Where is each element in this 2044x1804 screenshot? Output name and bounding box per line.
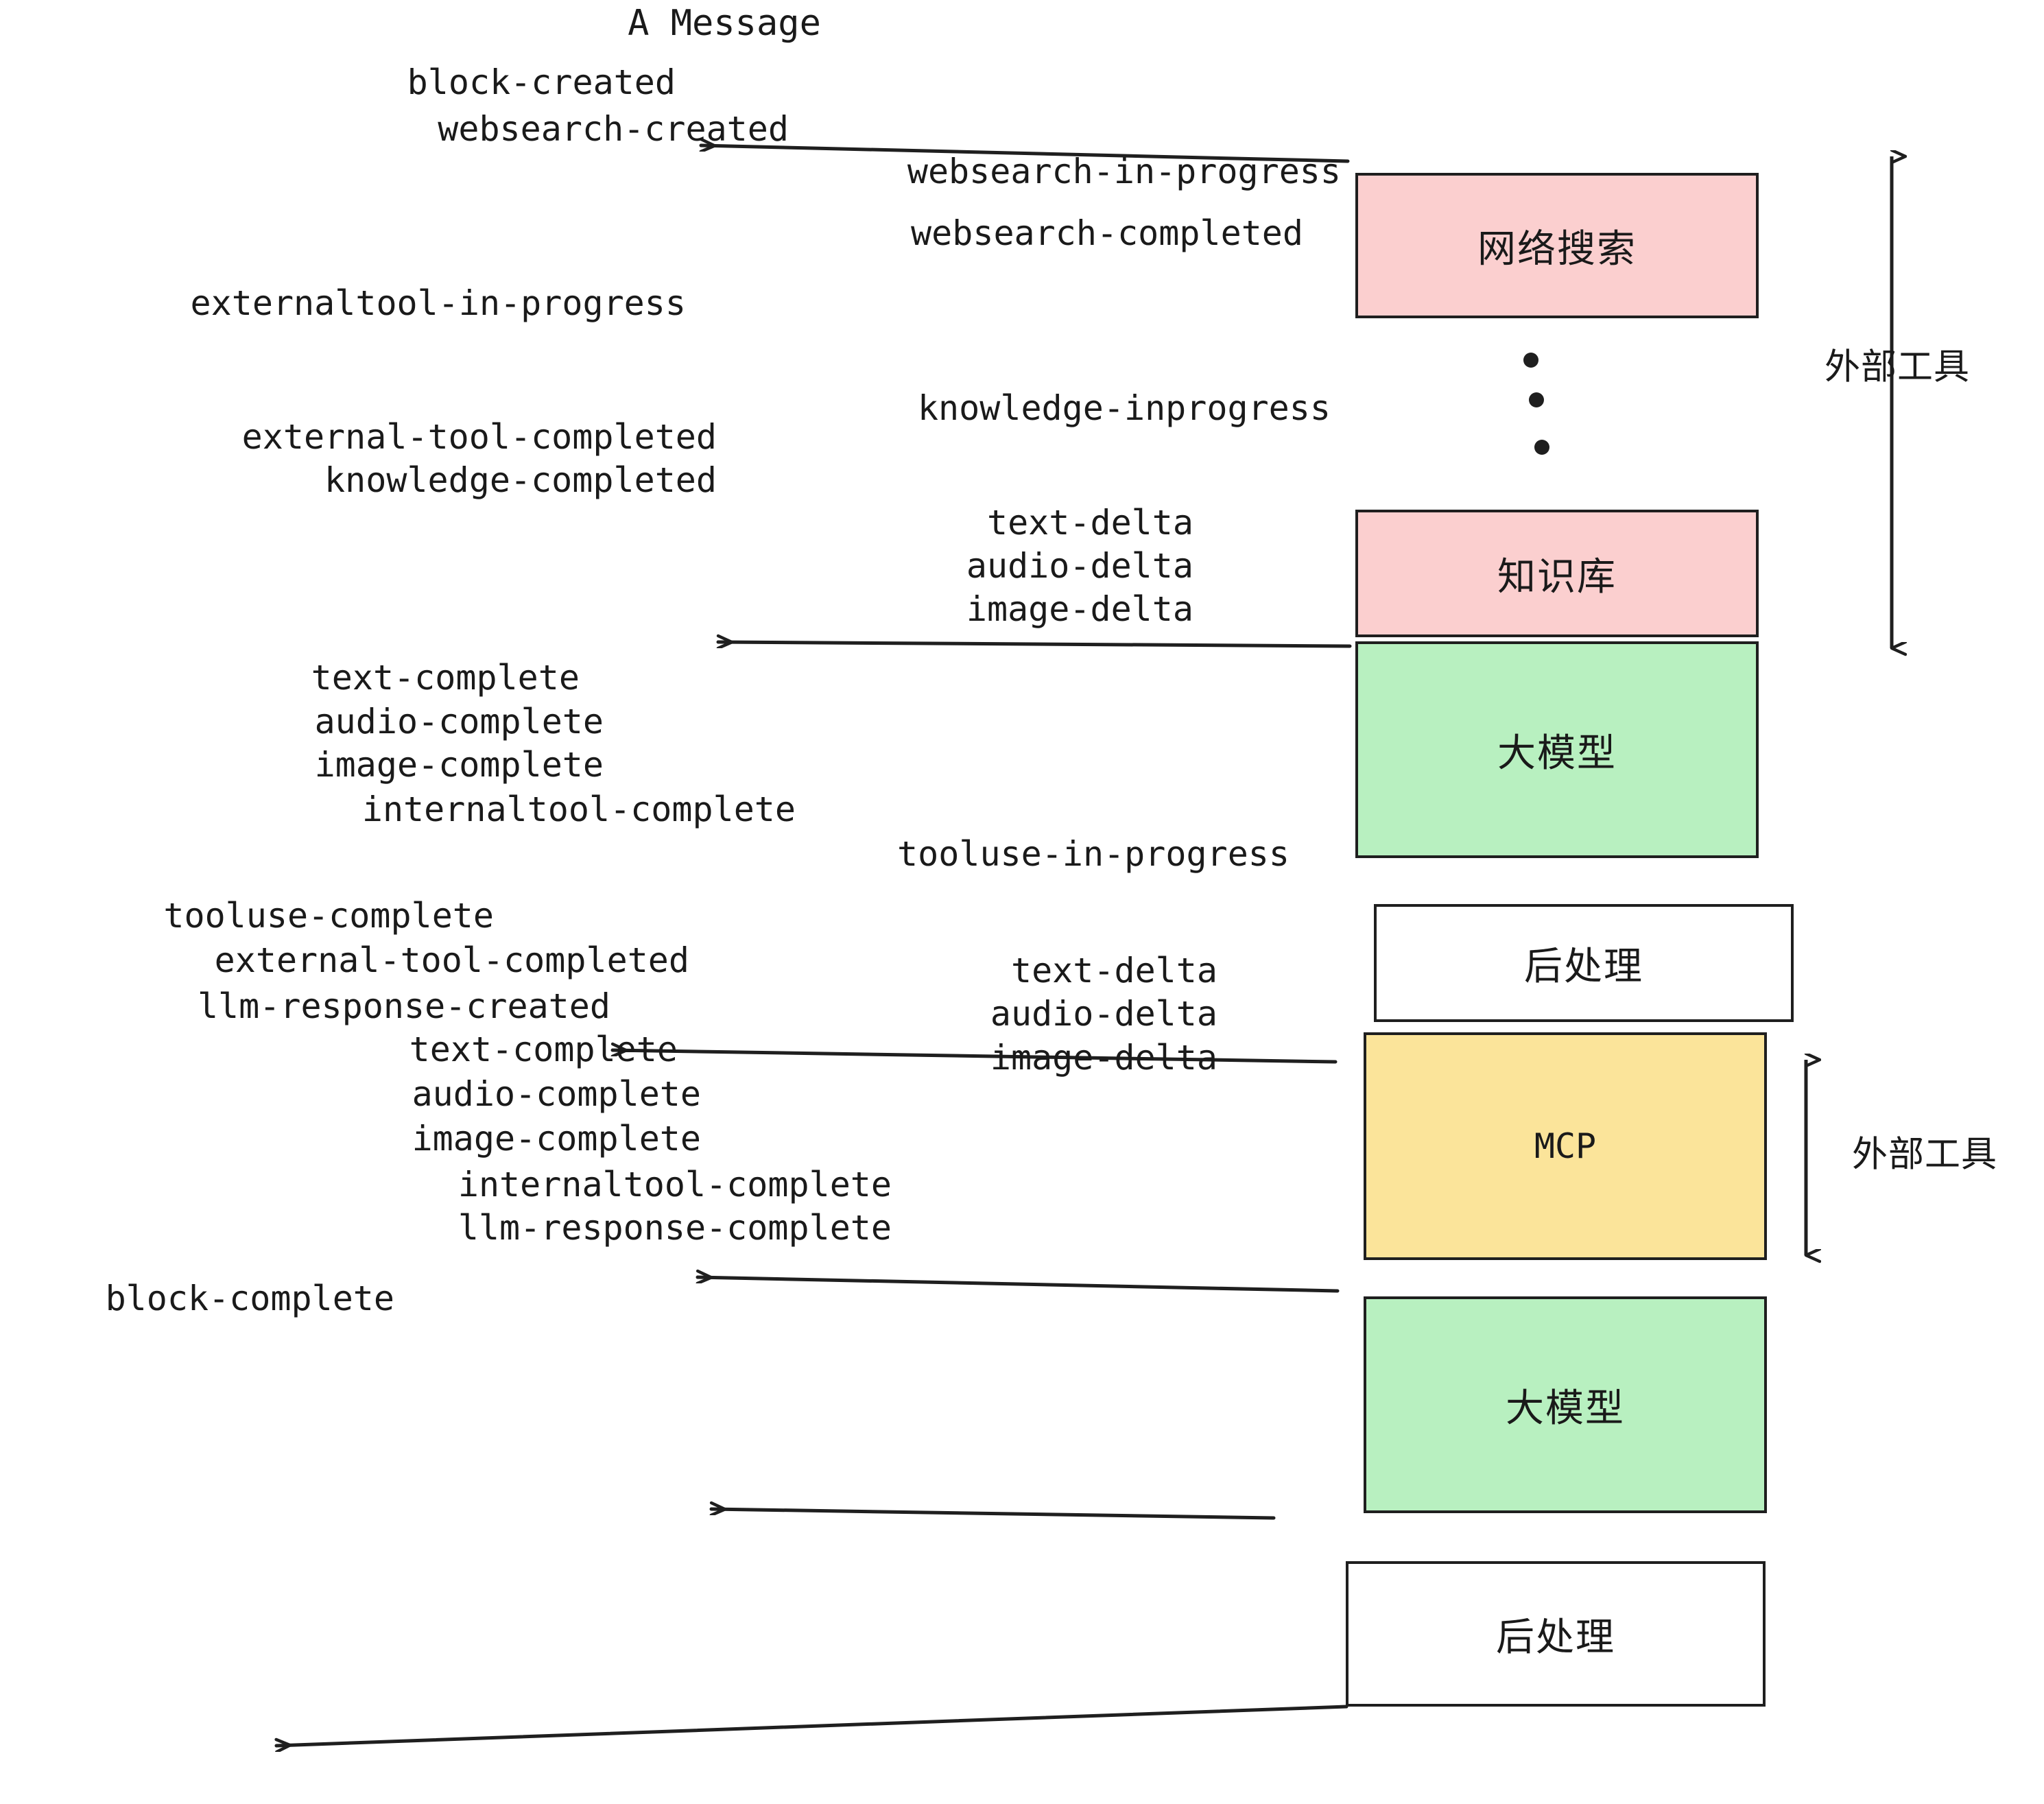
event-websearch-in-progress: websearch-in-progress [907,152,1341,191]
event-knowledge-completed: knowledge-completed [324,460,717,500]
node-label: 网络搜索 [1477,226,1637,272]
event-websearch-completed: websearch-completed [911,213,1303,253]
event-text-complete-2: text-complete [409,1030,678,1069]
ellipsis-dot-0 [1523,353,1538,368]
external-tool-brackets [1804,156,1892,1255]
event-external-tool-completed-2: external-tool-completed [214,940,689,980]
event-tooluse-complete: tooluse-complete [163,896,494,936]
arrow-block-created [699,145,1350,163]
event-text-delta-1: text-delta [986,503,1193,543]
event-audio-complete-1: audio-complete [314,702,604,741]
event-image-delta-1: image-delta [966,589,1193,629]
event-knowledge-inprogress: knowledge-inprogress [917,388,1331,428]
event-block-complete: block-complete [105,1279,394,1318]
node-label: 大模型 [1506,1386,1625,1431]
event-block-created: block-created [407,62,676,102]
event-llm-response-created: llm-response-created [197,986,610,1026]
event-externaltool-in-progress: externaltool-in-progress [190,283,686,323]
node-postprocess-1: 后处理 [1374,904,1794,1022]
diagram-title: A Message [628,3,821,44]
event-audio-complete-2: audio-complete [412,1074,701,1114]
event-audio-delta-2: audio-delta [990,994,1217,1034]
event-websearch-created: websearch-created [438,109,789,149]
arrow-knowledge-completed [716,642,1352,646]
event-external-tool-completed-1: external-tool-completed [241,417,717,457]
node-knowledgebase: 知识库 [1355,510,1759,637]
arrow-tooluse-complete [696,1277,1340,1293]
node-llm-2: 大模型 [1364,1296,1767,1513]
event-internaltool-complete-1: internaltool-complete [361,790,796,829]
node-label: 大模型 [1497,731,1617,776]
side-label-external-tools-top: 外部工具 [1825,346,1971,388]
event-image-complete-1: image-complete [314,745,604,785]
event-image-complete-2: image-complete [412,1119,701,1159]
ellipsis-dot-1 [1529,392,1544,407]
event-llm-response-complete: llm-response-complete [457,1208,892,1248]
event-text-delta-2: text-delta [1010,951,1217,990]
event-image-delta-2: image-delta [990,1038,1217,1078]
node-label: 后处理 [1524,944,1643,989]
node-label: MCP [1534,1126,1597,1166]
node-label: 后处理 [1496,1615,1615,1660]
node-label: 知识库 [1497,554,1617,600]
node-websearch: 网络搜索 [1355,173,1759,318]
event-tooluse-in-progress: tooluse-in-progress [897,834,1290,874]
ellipsis-dot-2 [1534,440,1549,455]
event-audio-delta-1: audio-delta [966,546,1193,586]
event-text-complete-1: text-complete [311,658,580,698]
event-internaltool-complete-2: internaltool-complete [457,1165,892,1204]
event-arrows [276,145,1352,1746]
node-postprocess-2: 后处理 [1346,1561,1766,1707]
arrow-audio-complete [709,1509,1276,1520]
arrow-image-complete [610,1050,1338,1064]
arrow-block-complete [276,1705,1348,1746]
node-llm-1: 大模型 [1355,641,1759,858]
node-mcp: MCP [1364,1032,1767,1260]
side-label-external-tools-bottom: 外部工具 [1852,1134,1998,1176]
